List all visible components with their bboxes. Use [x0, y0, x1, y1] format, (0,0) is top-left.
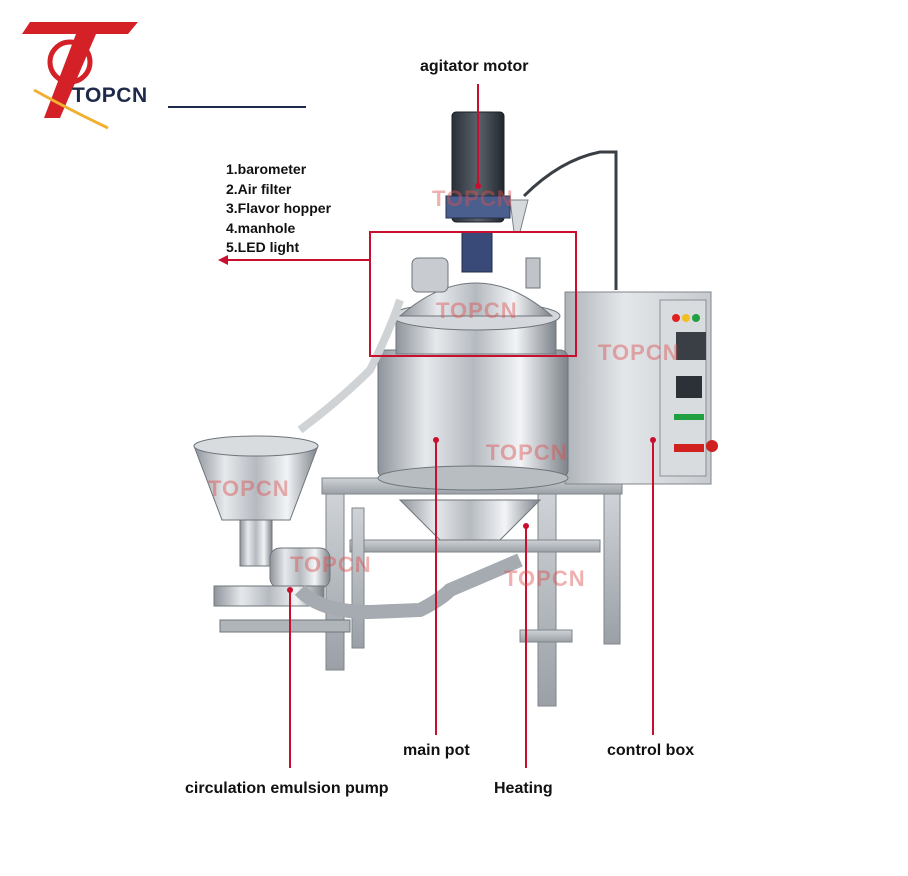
accessory-item: 4.manhole — [226, 219, 296, 236]
label-main-pot: main pot — [403, 742, 470, 759]
label-agitator-motor: agitator motor — [420, 58, 529, 75]
watermark: TOPCN — [504, 566, 586, 591]
accessory-list: 1.barometer 2.Air filter 3.Flavor hopper… — [226, 160, 331, 258]
watermark: TOPCN — [598, 340, 680, 365]
watermark: TOPCN — [432, 186, 514, 211]
logo-underline — [168, 106, 306, 108]
logo-mark — [22, 22, 138, 130]
brand-name: TOPCN — [72, 84, 148, 107]
accessory-item: 3.Flavor hopper — [226, 200, 332, 216]
label-heating: Heating — [494, 780, 553, 797]
accessory-highlight-box — [369, 231, 577, 357]
label-control-box: control box — [607, 742, 695, 759]
arrow-head-icon — [218, 255, 228, 265]
watermark: TOPCN — [208, 476, 290, 501]
bottom-cone — [398, 499, 542, 541]
annotation-endpoints — [218, 183, 656, 593]
label-circulation-pump: circulation emulsion pump — [185, 780, 389, 797]
accessory-item: 5.LED light — [226, 239, 300, 255]
annotation-lines — [224, 84, 654, 768]
accessory-item: 1.barometer — [226, 161, 307, 177]
watermark: TOPCN — [290, 552, 372, 577]
accessory-item: 2.Air filter — [226, 180, 292, 197]
main-pot-body — [377, 231, 569, 491]
circulation-pump-assembly — [193, 298, 523, 633]
watermark: TOPCN — [436, 298, 518, 323]
control-box-cabinet — [564, 291, 718, 485]
watermark: TOPCN — [486, 440, 568, 465]
